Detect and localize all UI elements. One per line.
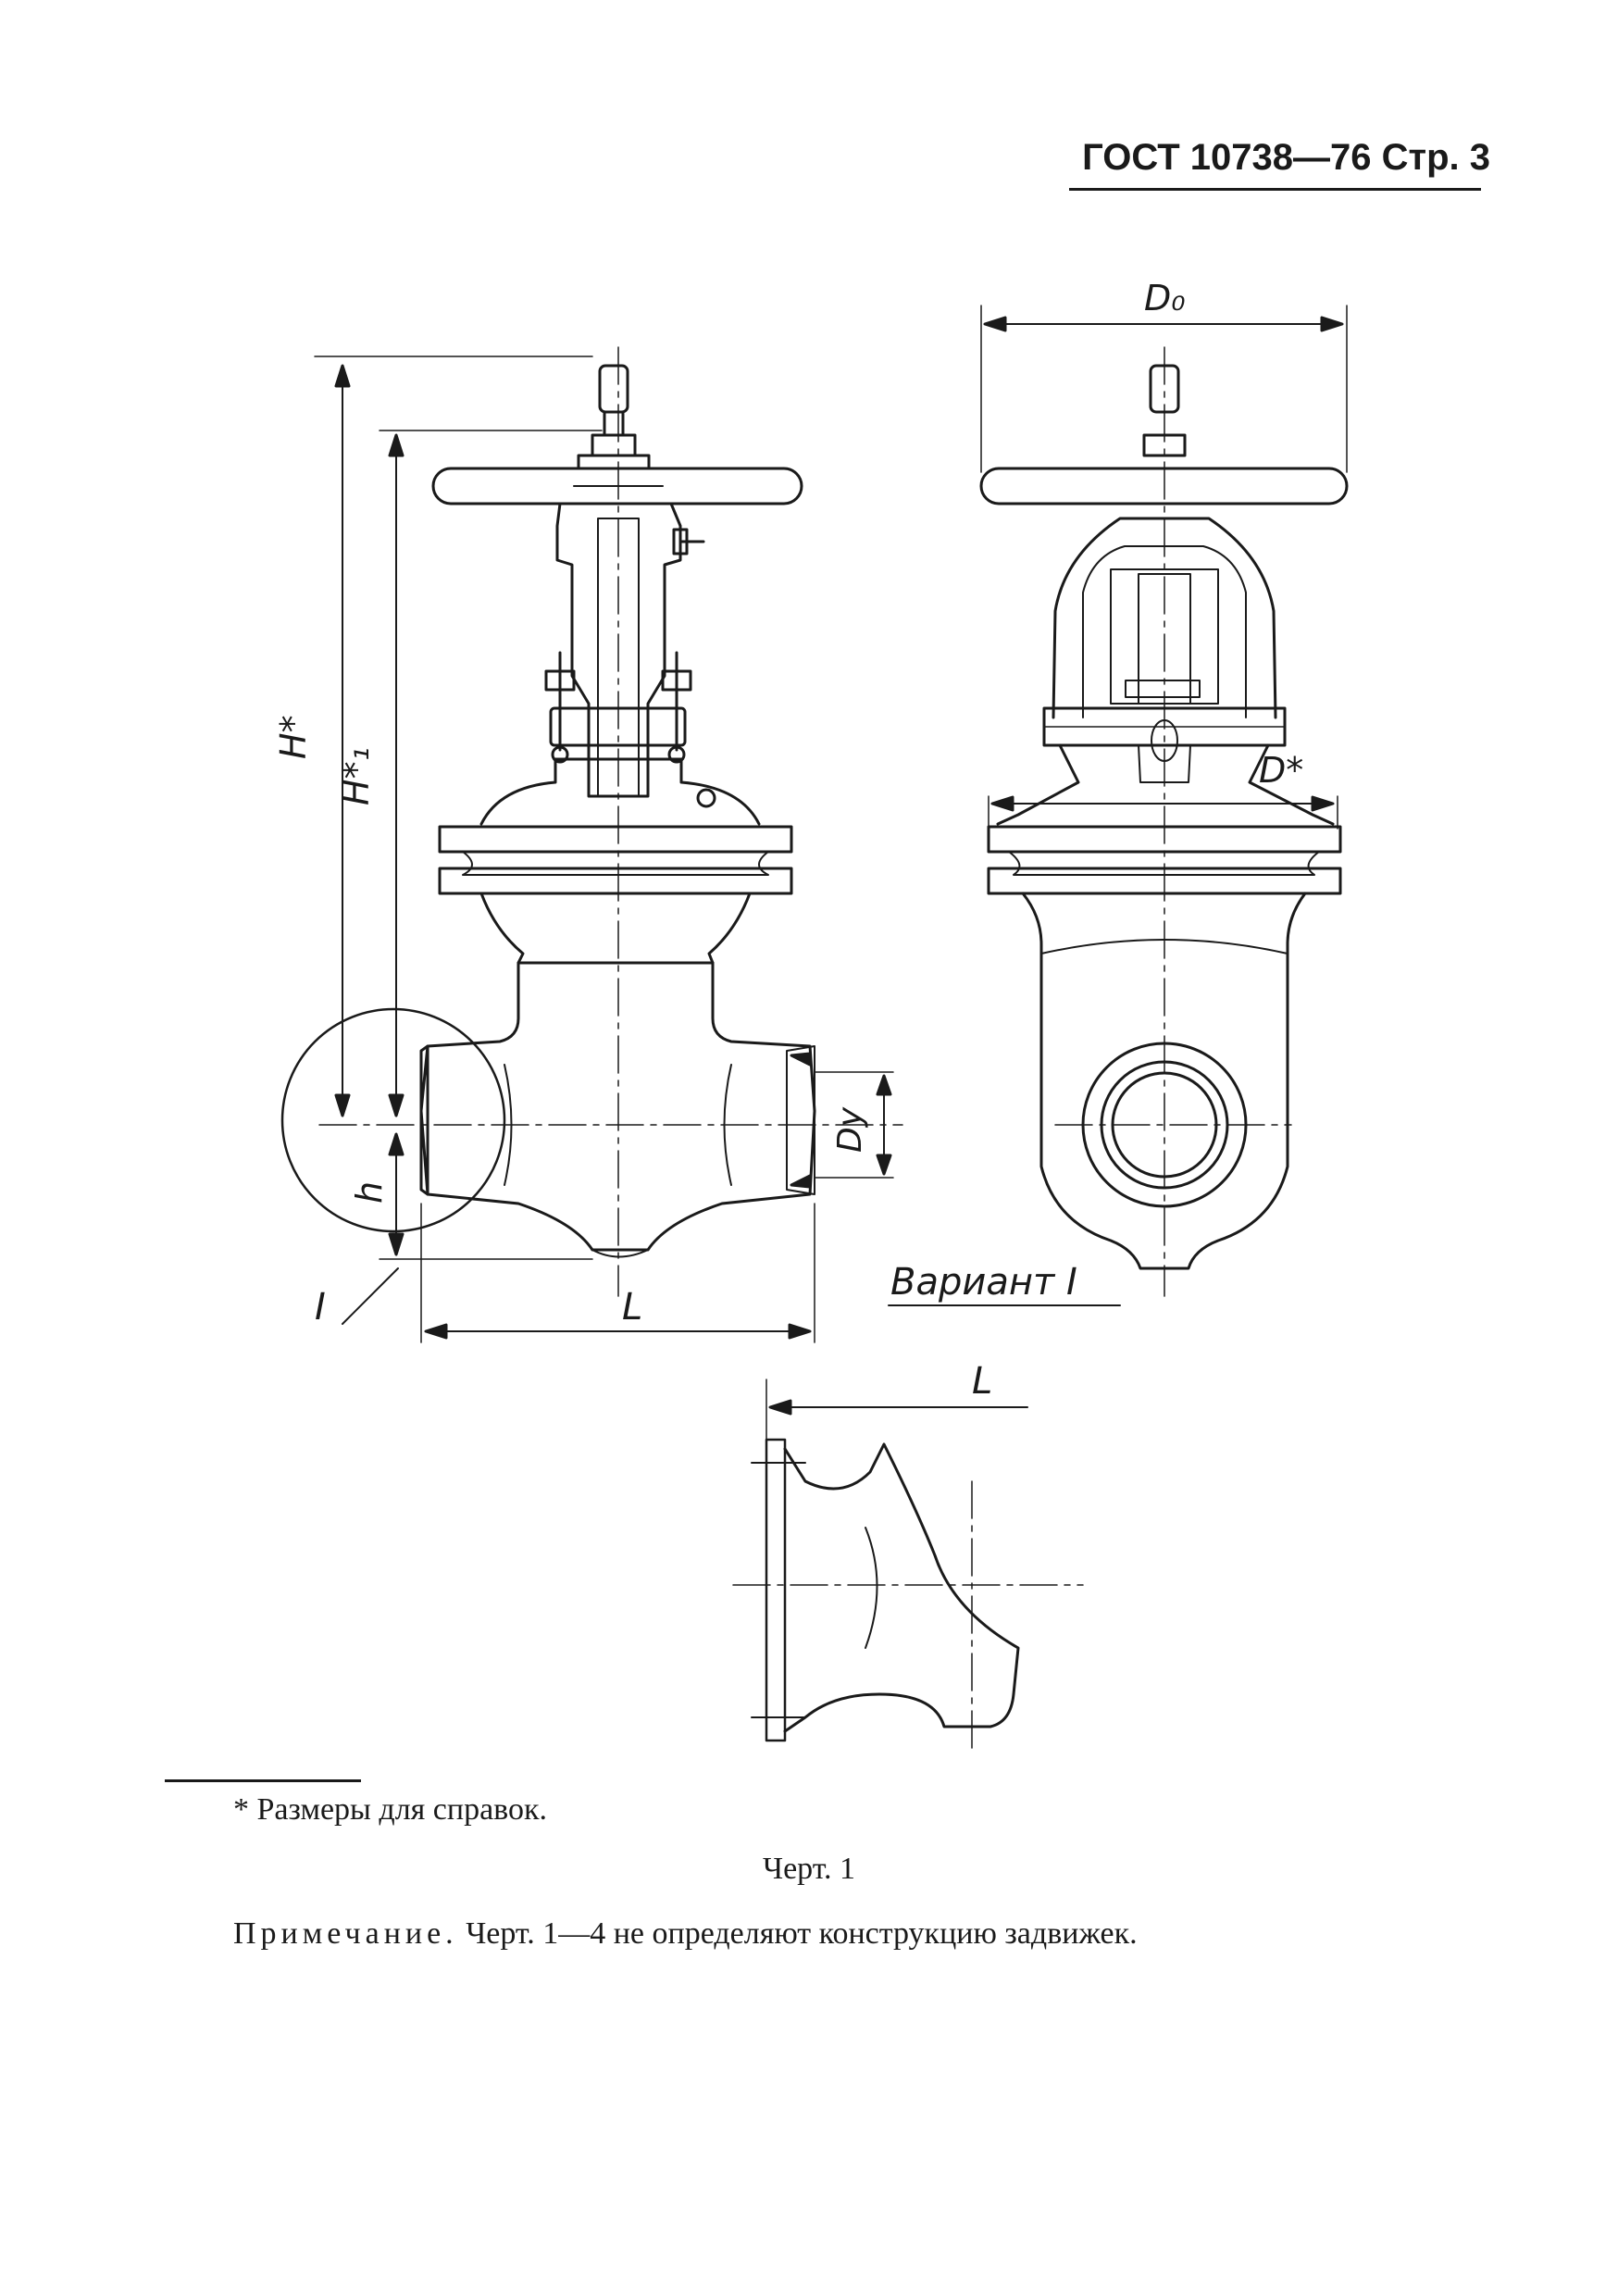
dim-label-D0: D₀ [1144, 278, 1186, 318]
dim-label-H1: H*₁ [336, 747, 377, 805]
footnote: * Размеры для справок. [233, 1792, 548, 1827]
detail-dim-label-L: L [972, 1360, 992, 1403]
gost-number: ГОСТ 10738—76 [1082, 137, 1372, 178]
dim-label-h: h [349, 1181, 390, 1204]
page-header: ГОСТ 10738—76 Стр. 3 [1064, 137, 1490, 179]
note-lead: Примечание. [233, 1916, 458, 1951]
footnote-rule [165, 1779, 361, 1782]
dim-label-H: H* [273, 715, 314, 759]
note-text: Черт. 1—4 не определяют конструкцию задв… [466, 1916, 1138, 1951]
detail-mark-I: I [315, 1286, 326, 1329]
dim-label-D-star: D* [1259, 750, 1303, 791]
note: Примечание. Черт. 1—4 не определяют конс… [233, 1916, 1138, 1952]
side-view [888, 305, 1349, 1306]
detail-variant-I [732, 1379, 1084, 1751]
dim-label-Dy: Dу [831, 1106, 869, 1153]
front-view [280, 346, 903, 1343]
header-rule [1069, 188, 1481, 191]
figure-caption: Черт. 1 [762, 1852, 856, 1886]
variant-title: Вариант I [890, 1261, 1077, 1304]
dim-label-L: L [622, 1286, 642, 1329]
page-number: Стр. 3 [1381, 137, 1490, 178]
